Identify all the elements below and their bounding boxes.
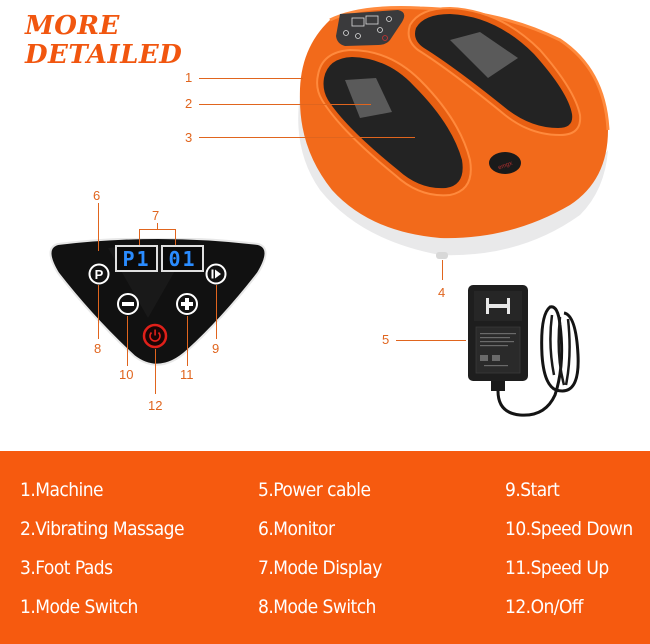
p-circle-icon: P bbox=[88, 263, 110, 285]
plug-prongs bbox=[486, 298, 510, 314]
callout-line-3 bbox=[199, 137, 415, 138]
power-adapter bbox=[468, 285, 580, 417]
brand-logo bbox=[489, 152, 521, 174]
plus-circle-icon bbox=[176, 293, 198, 315]
callout-9: 9 bbox=[212, 341, 220, 356]
mode-display-left: P1 bbox=[115, 245, 158, 272]
legend-item: 9.Start bbox=[505, 479, 560, 501]
legend-item: 1.Machine bbox=[20, 479, 104, 501]
legend-item: 1.Mode Switch bbox=[20, 596, 138, 618]
callout-6: 6 bbox=[93, 188, 101, 203]
headline-line-2: DETAILED bbox=[25, 40, 183, 70]
callout-line-10 bbox=[127, 316, 128, 366]
vibrating-massage-zone-right bbox=[450, 32, 518, 78]
callout-5: 5 bbox=[382, 332, 390, 347]
callout-8: 8 bbox=[94, 341, 102, 356]
legend-item: 3.Foot Pads bbox=[20, 557, 113, 579]
legend-item: 11.Speed Up bbox=[505, 557, 609, 579]
legend-item: 12.On/Off bbox=[505, 596, 583, 618]
callout-4: 4 bbox=[438, 285, 446, 300]
mode-display-right-value: 01 bbox=[168, 246, 197, 271]
minus-circle-icon bbox=[117, 293, 139, 315]
callout-line-7-left bbox=[139, 229, 140, 245]
vibrating-massage-zone-left bbox=[345, 78, 392, 118]
legend-item: 10.Speed Down bbox=[505, 518, 633, 540]
callout-2: 2 bbox=[185, 96, 193, 111]
headline: MORE DETAILED bbox=[25, 12, 182, 70]
callout-line-8 bbox=[98, 285, 99, 339]
callout-11: 11 bbox=[180, 367, 194, 382]
power-button[interactable] bbox=[142, 323, 168, 349]
callout-12: 12 bbox=[148, 398, 163, 413]
svg-text:P: P bbox=[95, 267, 104, 282]
callout-3: 3 bbox=[185, 130, 193, 145]
legend-item: 2.Vibrating Massage bbox=[20, 518, 185, 540]
mode-switch-button[interactable]: P bbox=[88, 263, 110, 285]
control-panel-diagram bbox=[49, 238, 267, 366]
callout-line-7-bracket bbox=[139, 229, 176, 230]
mode-display-right: 01 bbox=[161, 245, 204, 272]
legend-item: 5.Power cable bbox=[258, 479, 371, 501]
play-pause-icon bbox=[205, 263, 227, 285]
callout-line-12 bbox=[155, 349, 156, 394]
callout-1: 1 bbox=[185, 70, 193, 85]
headline-line-1: MORE bbox=[25, 11, 120, 41]
mode-display-left-value: P1 bbox=[122, 246, 151, 271]
legend-item: 7.Mode Display bbox=[258, 557, 382, 579]
callout-line-2 bbox=[199, 104, 371, 105]
callout-10: 10 bbox=[119, 367, 134, 382]
power-icon bbox=[142, 323, 168, 349]
parts-legend: 1.Machine 2.Vibrating Massage 3.Foot Pad… bbox=[0, 451, 650, 644]
foot-pad-left bbox=[316, 48, 472, 197]
foot-pad-right bbox=[407, 6, 582, 137]
callout-line-9 bbox=[216, 285, 217, 339]
speed-up-button[interactable] bbox=[175, 292, 199, 316]
legend-item: 6.Monitor bbox=[258, 518, 335, 540]
callout-7: 7 bbox=[152, 208, 160, 223]
foot-massager-machine: emgx bbox=[298, 6, 610, 259]
legend-item: 8.Mode Switch bbox=[258, 596, 376, 618]
svg-text:emgx: emgx bbox=[497, 161, 513, 172]
callout-line-1 bbox=[199, 78, 303, 79]
callout-line-6 bbox=[98, 203, 99, 251]
start-button[interactable] bbox=[205, 263, 227, 285]
callout-line-11 bbox=[187, 316, 188, 366]
callout-line-7-stem bbox=[157, 223, 158, 230]
callout-line-5 bbox=[396, 340, 466, 341]
callout-line-4 bbox=[442, 260, 443, 280]
speed-down-button[interactable] bbox=[116, 292, 140, 316]
callout-line-7-right bbox=[175, 229, 176, 245]
